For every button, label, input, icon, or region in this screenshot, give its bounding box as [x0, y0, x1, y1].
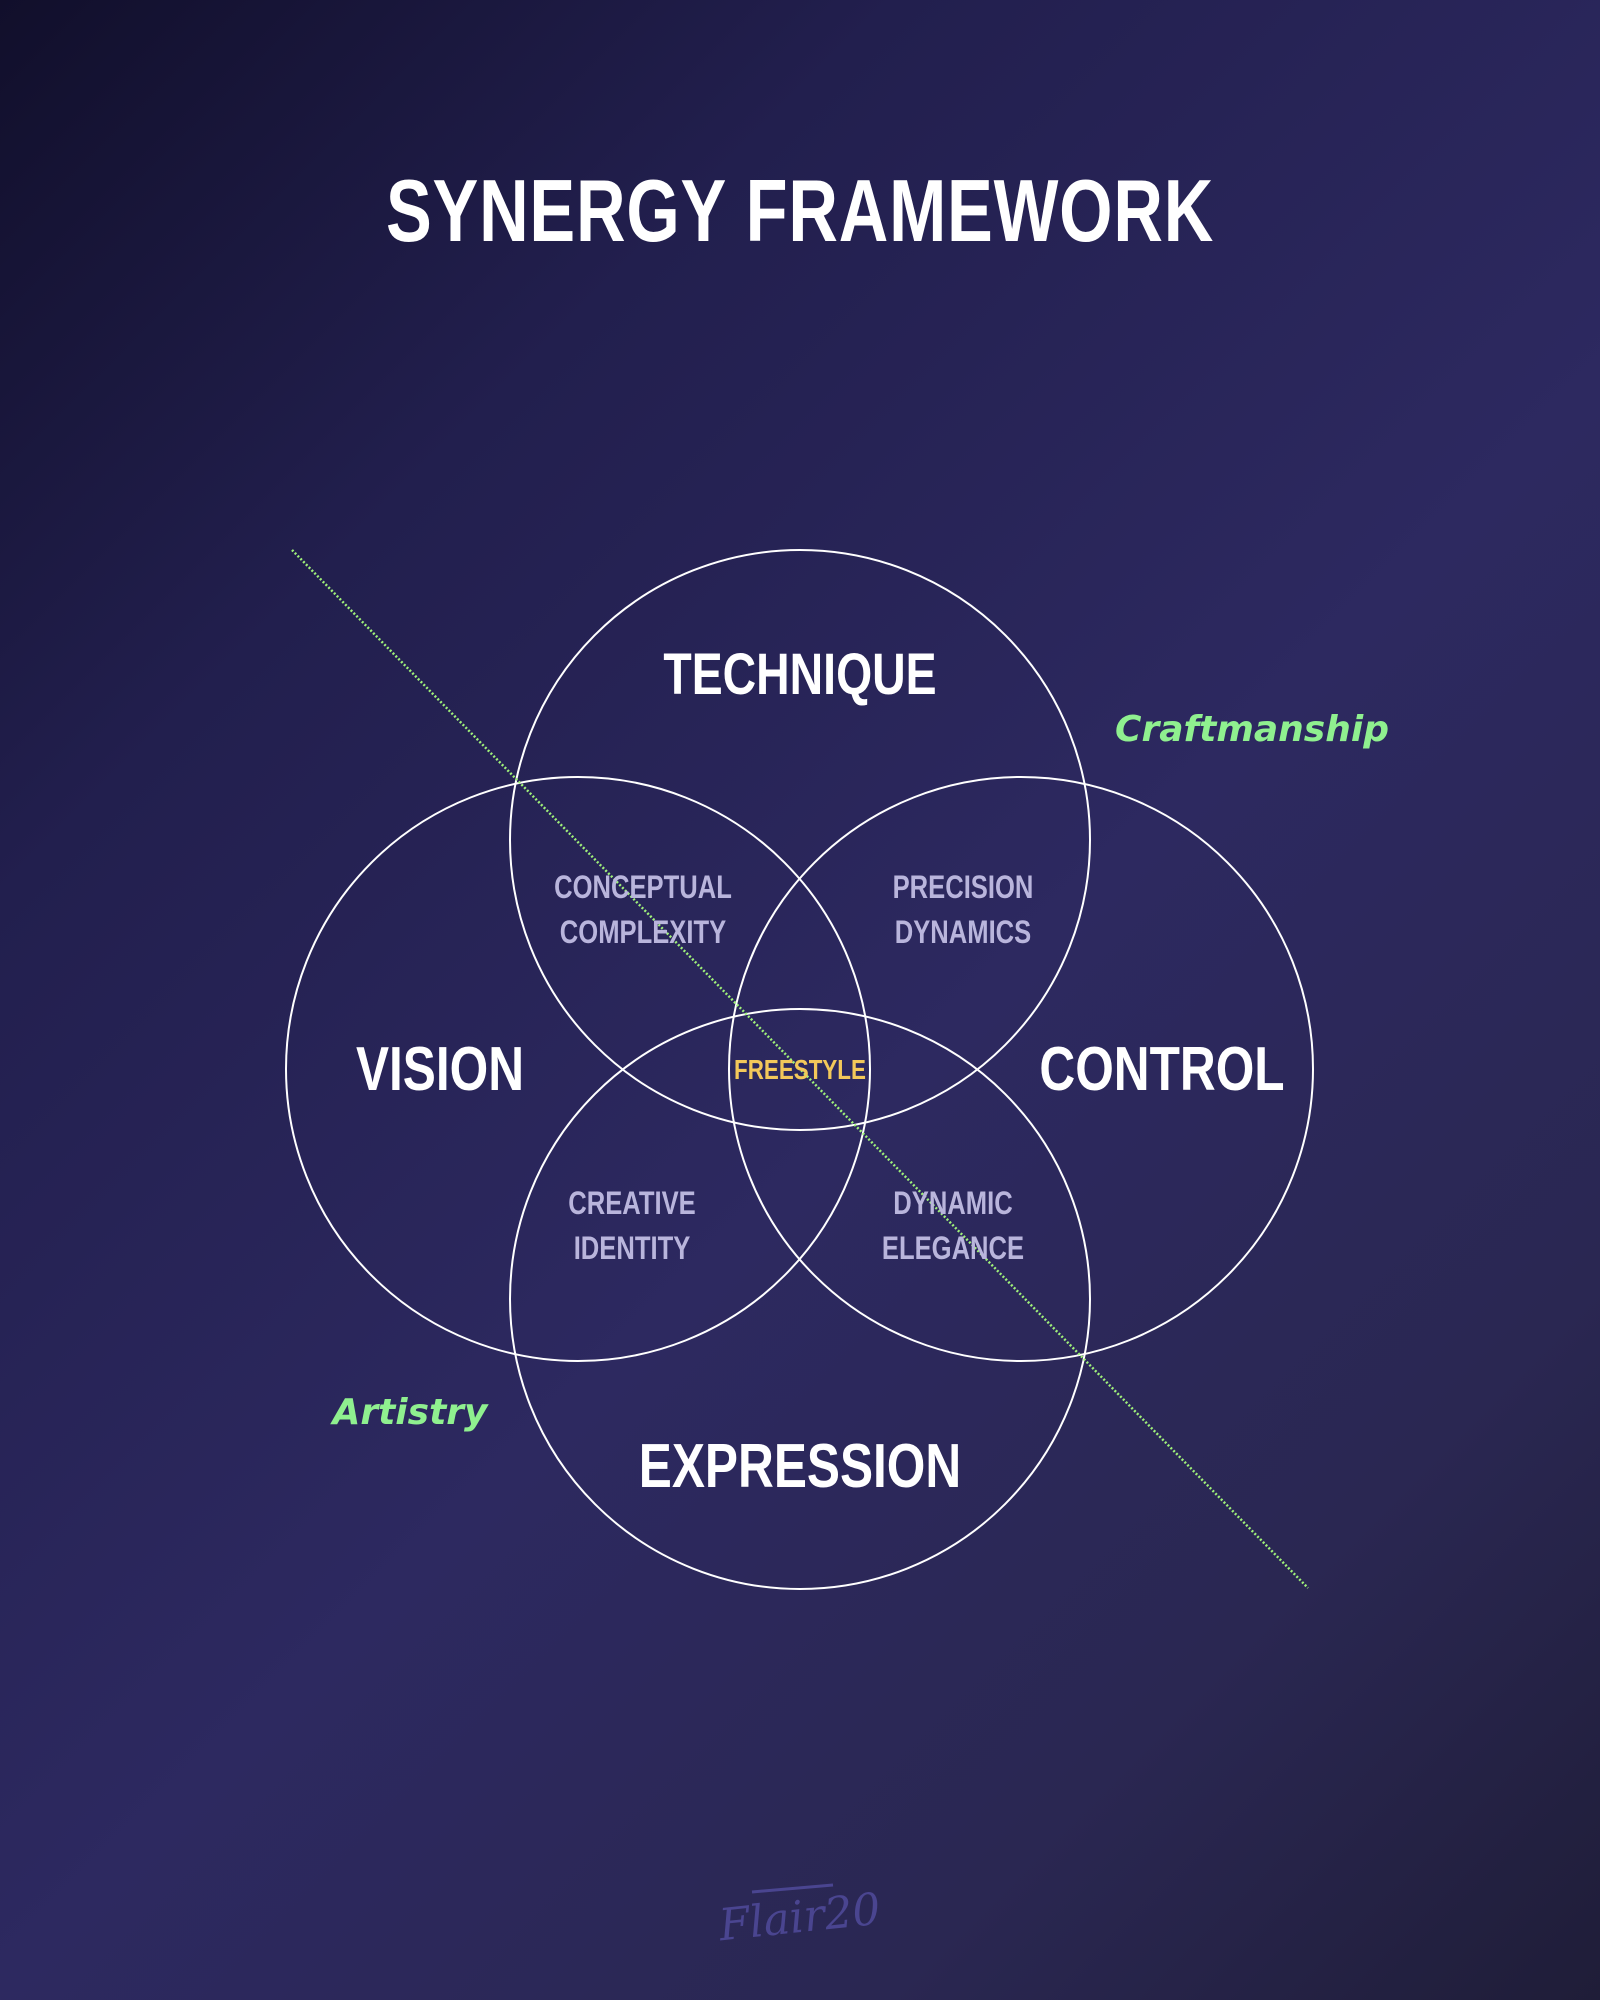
- precision-dynamics-label: PRECISION DYNAMICS: [893, 870, 1034, 950]
- page-title: SYNERGY FRAMEWORK: [385, 161, 1215, 260]
- expression-label: EXPRESSION: [639, 1431, 961, 1501]
- expression-circle: [509, 1008, 1091, 1590]
- intersection-line: CREATIVE: [568, 1186, 696, 1221]
- freestyle-label: FREESTYLE: [734, 1055, 866, 1086]
- technique-label: TECHNIQUE: [663, 642, 936, 707]
- brand-wordmark: Flair20: [716, 1884, 883, 1952]
- intersection-line: IDENTITY: [574, 1231, 691, 1266]
- control-label: CONTROL: [1039, 1034, 1284, 1104]
- vision-circle: [285, 776, 871, 1362]
- brand-underline: [751, 1883, 834, 1894]
- intersection-line: DYNAMICS: [895, 915, 1032, 950]
- intersection-line: DYNAMIC: [893, 1186, 1012, 1221]
- intersection-line: CONCEPTUAL: [554, 870, 732, 905]
- creative-identity-label: CREATIVE IDENTITY: [568, 1186, 696, 1266]
- control-circle: [728, 776, 1314, 1362]
- vision-label: VISION: [356, 1034, 524, 1104]
- dynamic-elegance-label: DYNAMIC ELEGANCE: [882, 1186, 1024, 1266]
- conceptual-complexity-label: CONCEPTUAL COMPLEXITY: [554, 870, 732, 950]
- artistry-label: Artistry: [329, 1392, 489, 1433]
- intersection-line: COMPLEXITY: [560, 915, 726, 950]
- intersection-line: PRECISION: [893, 870, 1034, 905]
- brand-logo: Flair20: [716, 1883, 883, 1952]
- craftmanship-label: Craftmanship: [1115, 709, 1389, 750]
- intersection-line: ELEGANCE: [882, 1231, 1024, 1266]
- technique-circle: [509, 549, 1091, 1131]
